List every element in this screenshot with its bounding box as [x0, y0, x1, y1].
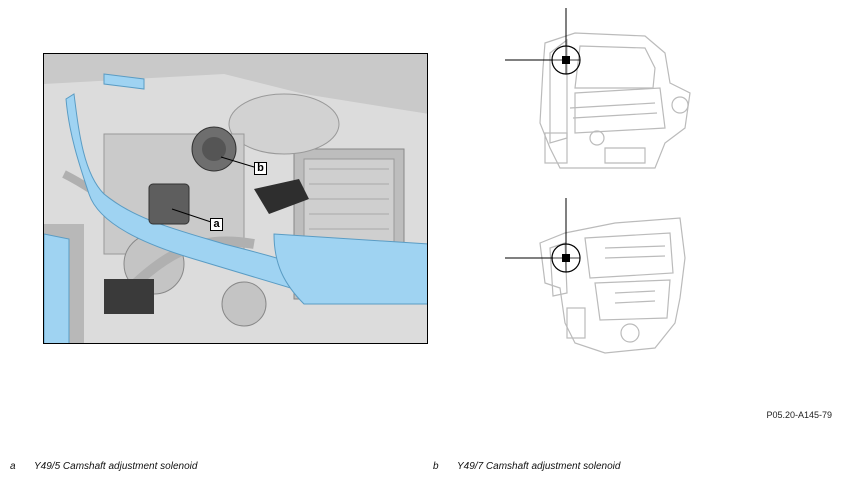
engine-side-view-locator: [505, 198, 705, 368]
legend-item-b: b Y49/7 Camshaft adjustment solenoid: [433, 461, 620, 472]
figure-reference-number: P05.20-A145-79: [766, 410, 832, 420]
engine-top-view-locator: [505, 8, 695, 183]
legend-item-a: a Y49/5 Camshaft adjustment solenoid: [10, 461, 197, 472]
engine-detail-illustration: b a: [43, 53, 428, 344]
legend-text: Y49/7 Camshaft adjustment solenoid: [457, 461, 621, 472]
legend-letter: a: [10, 461, 16, 472]
callout-b: b: [254, 162, 267, 175]
legend-text: Y49/5 Camshaft adjustment solenoid: [34, 461, 198, 472]
callout-a: a: [210, 218, 223, 231]
legend-letter: b: [433, 461, 439, 472]
